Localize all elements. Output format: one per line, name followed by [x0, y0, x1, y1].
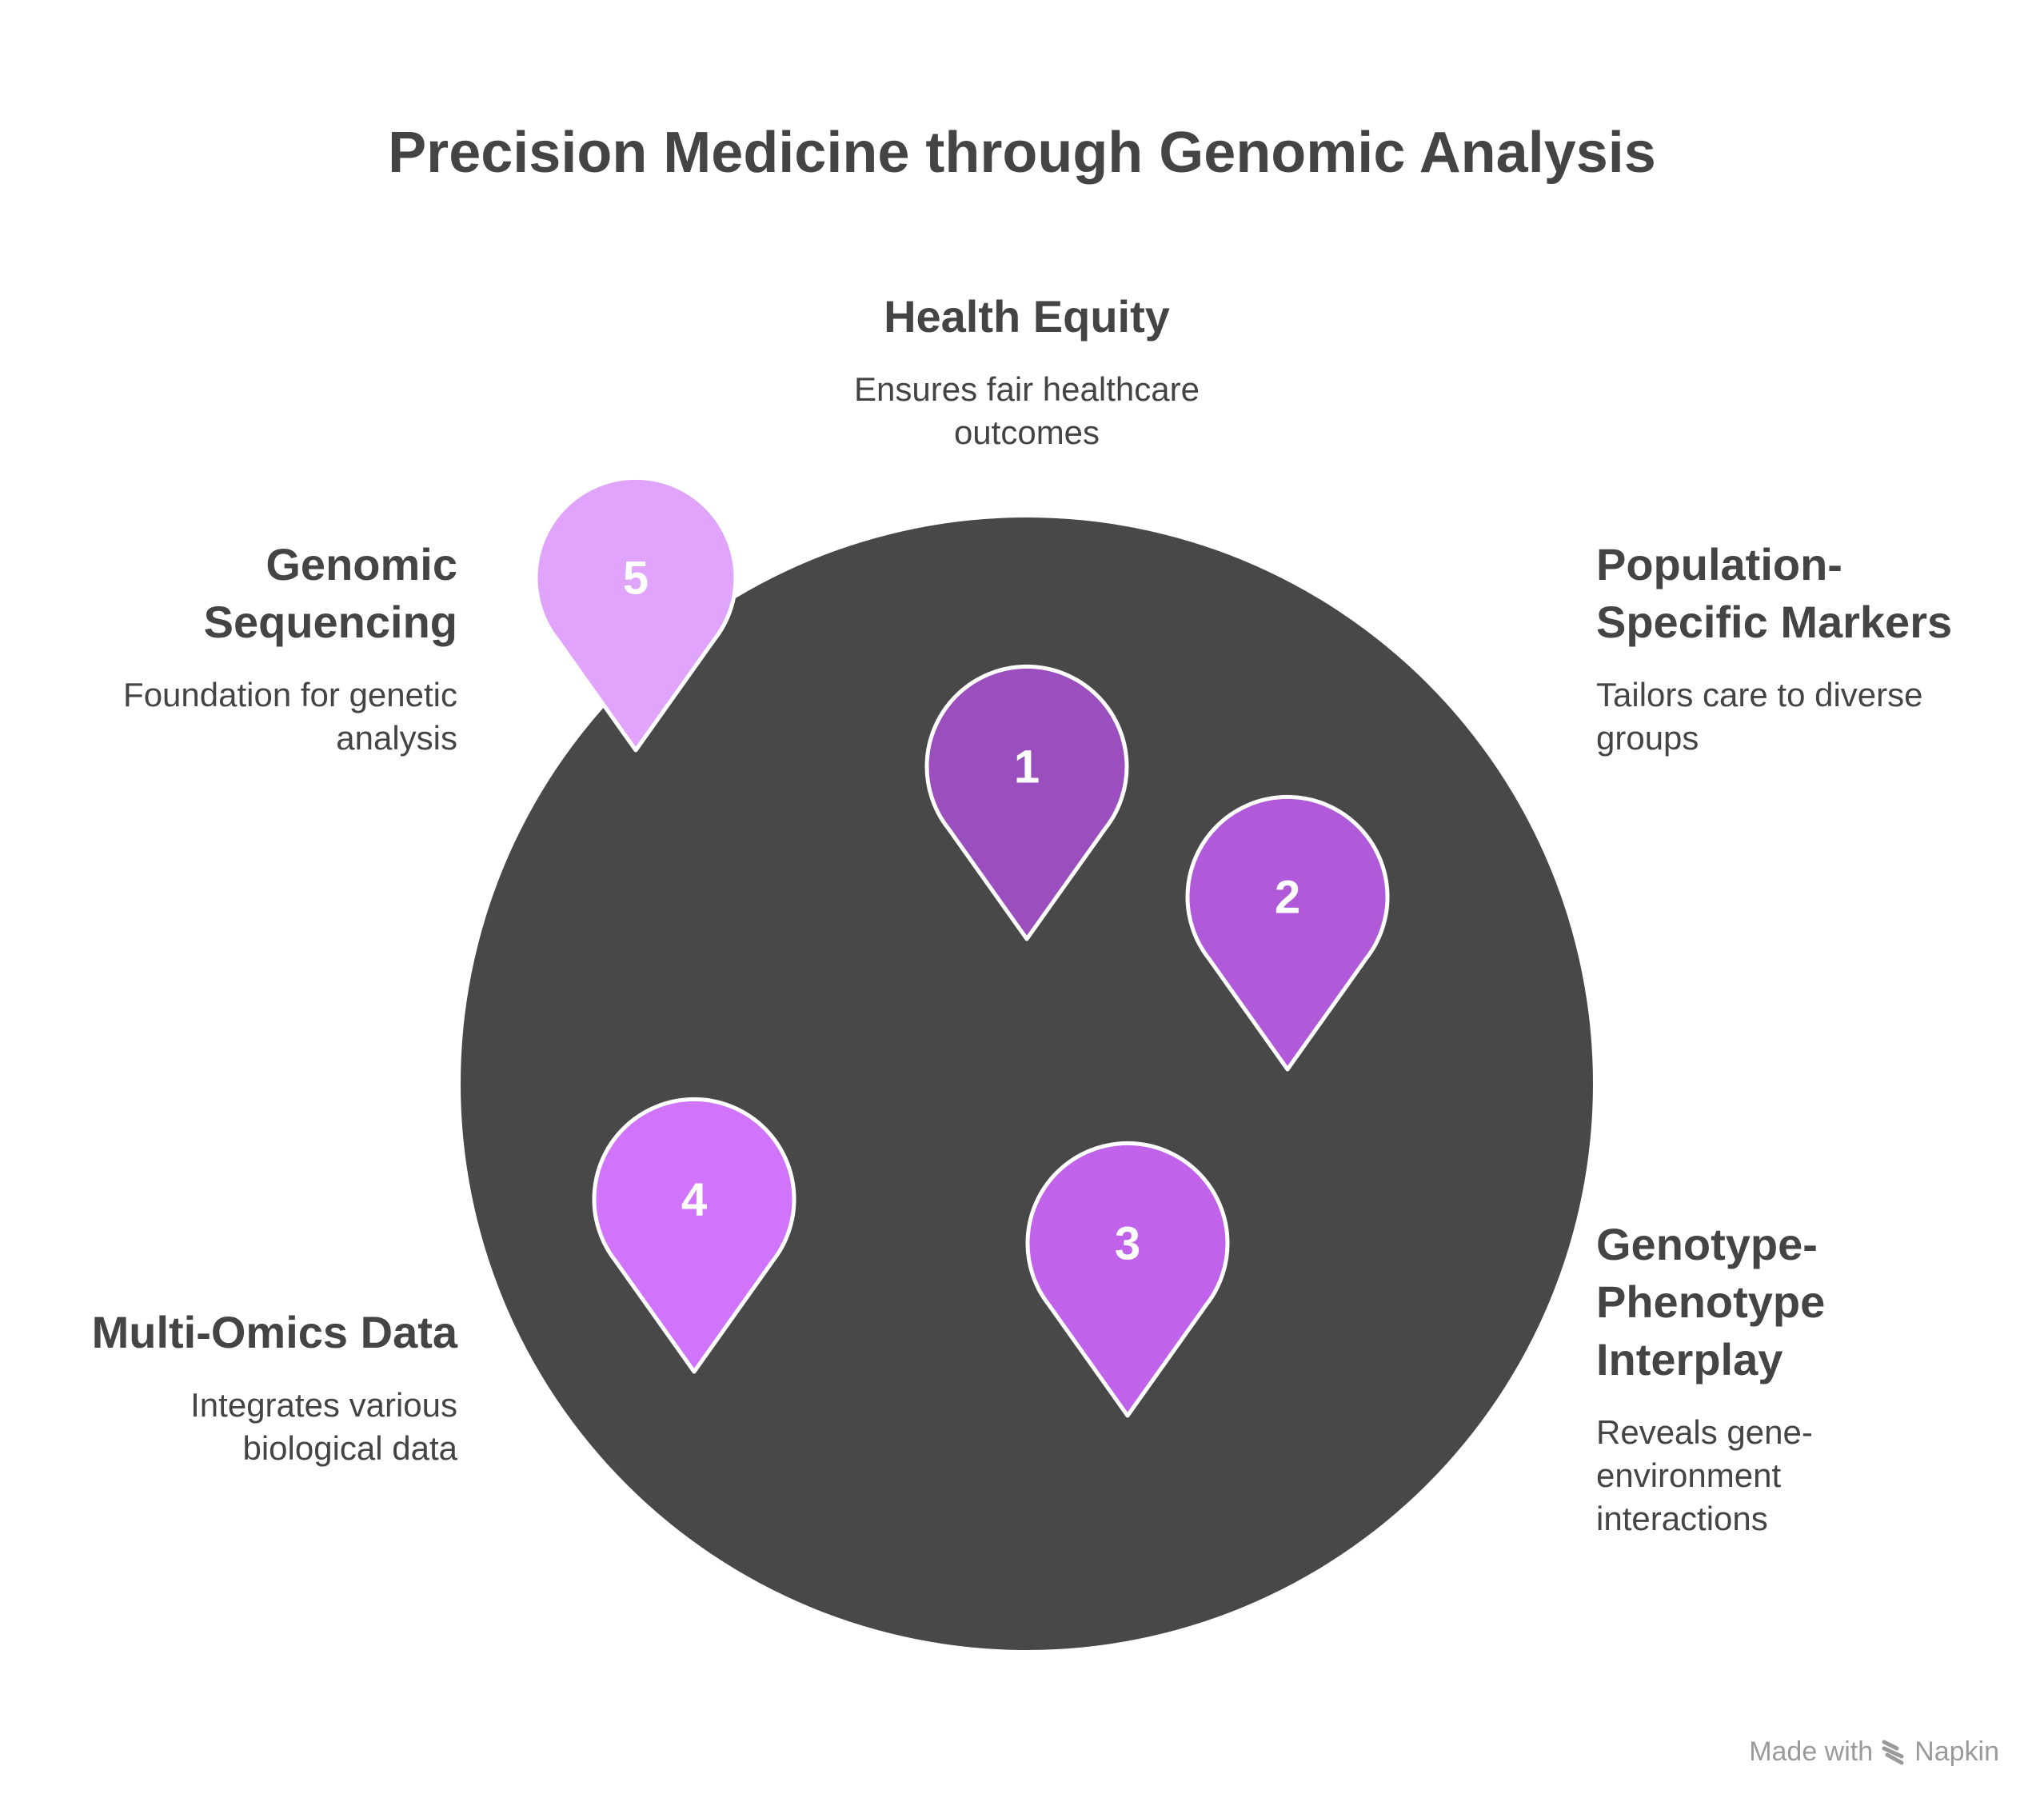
marker-4: 4 [592, 1097, 796, 1374]
label-multi-omics-data-description: Integrates various biological data [190, 1386, 457, 1467]
label-genomic-sequencing-title: Genomic Sequencing [203, 539, 457, 647]
marker-5: 5 [533, 475, 738, 753]
label-population-specific-markers-description: Tailors care to diverse groups [1596, 676, 1923, 757]
label-health-equity-description: Ensures fair healthcare outcomes [854, 370, 1200, 451]
label-health-equity-title: Health Equity [884, 291, 1170, 342]
label-multi-omics-data: Multi-Omics Data Integrates various biol… [48, 1304, 457, 1470]
label-genomic-sequencing-description: Foundation for genetic analysis [123, 676, 457, 757]
marker-4-number: 4 [681, 1174, 707, 1226]
label-genotype-phenotype-interplay-title: Genotype-Phenotype Interplay [1596, 1219, 1826, 1384]
marker-2: 2 [1185, 794, 1390, 1072]
watermark-prefix: Made with [1749, 1736, 1874, 1767]
marker-3-number: 3 [1115, 1218, 1140, 1270]
napkin-logo-icon [1881, 1739, 1906, 1766]
marker-4-pin [592, 1097, 796, 1374]
marker-1-number: 1 [1014, 741, 1040, 793]
marker-2-pin [1185, 794, 1390, 1072]
watermark: Made with Napkin [1749, 1736, 1999, 1768]
marker-1: 1 [924, 664, 1129, 941]
label-population-specific-markers: Population-Specific Markers Tailors care… [1596, 536, 2012, 760]
marker-5-number: 5 [623, 553, 649, 605]
page-title: Precision Medicine through Genomic Analy… [388, 121, 1656, 185]
label-multi-omics-data-title: Multi-Omics Data [91, 1307, 457, 1357]
label-genotype-phenotype-interplay-description: Reveals gene-environment interactions [1596, 1413, 1813, 1537]
watermark-brand: Napkin [1914, 1736, 1999, 1767]
label-health-equity: Health Equity Ensures fair healthcare ou… [787, 288, 1267, 454]
marker-3-pin [1025, 1141, 1230, 1418]
marker-5-pin [533, 475, 738, 753]
label-genomic-sequencing: Genomic Sequencing Foundation for geneti… [48, 536, 457, 760]
label-population-specific-markers-title: Population-Specific Markers [1596, 539, 1953, 647]
marker-3: 3 [1025, 1141, 1230, 1418]
label-genotype-phenotype-interplay: Genotype-Phenotype Interplay Reveals gen… [1596, 1216, 1996, 1540]
marker-2-number: 2 [1275, 872, 1300, 924]
marker-1-pin [924, 664, 1129, 941]
